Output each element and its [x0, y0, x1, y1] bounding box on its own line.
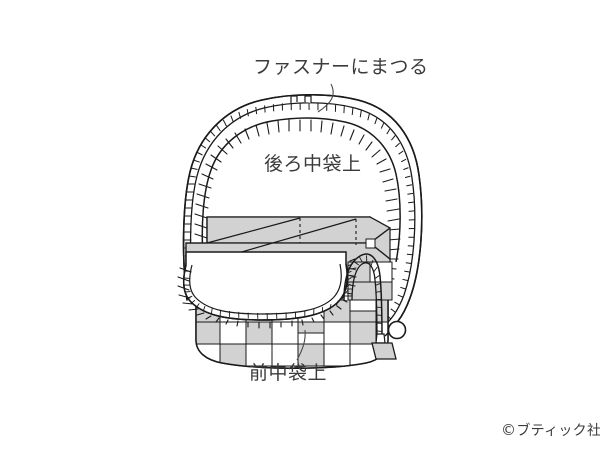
zipper-pull-ring: [387, 320, 407, 340]
outer-zipper-tape: [182, 93, 423, 335]
pocket-divider-diagonal: [206, 217, 301, 244]
flap-zipper-teeth: [183, 264, 352, 320]
side-zipper-tape-left: [343, 253, 383, 341]
publisher-name: ブティック社: [516, 423, 600, 439]
zipper-pull-link: [384, 331, 390, 337]
side-zipper-teeth: [344, 255, 383, 340]
zipper-end-tab: [371, 342, 397, 360]
front-flap: [177, 251, 357, 329]
flap-zipper-inner: [189, 263, 342, 315]
side-zipper: [343, 253, 407, 360]
side-panel-blocks: [347, 261, 393, 301]
whip-stitches-flap: [177, 258, 357, 329]
pocket-top-face: [206, 216, 392, 244]
leader-line-zipper-instruction: [317, 83, 334, 113]
label-front-inner-bag-top: 前中袋上: [249, 362, 328, 384]
zipper-tape-outer-edge: [182, 93, 423, 335]
label-zipper-instruction: ファスナーにまつる: [253, 56, 429, 78]
zipper-slider: [375, 333, 386, 344]
copyright-symbol-icon: ©: [501, 421, 517, 439]
copyright-notice: ©ブティック社: [501, 420, 600, 440]
label-back-inner-bag-top: 後ろ中袋上: [264, 153, 362, 175]
leader-line-front-inner: [296, 329, 306, 361]
zipper-tape-inner-edge: [189, 102, 416, 330]
zipper-top-notch: [290, 95, 312, 103]
flap-zipper-outer: [182, 263, 349, 321]
pocket-corner-tab: [365, 238, 376, 249]
